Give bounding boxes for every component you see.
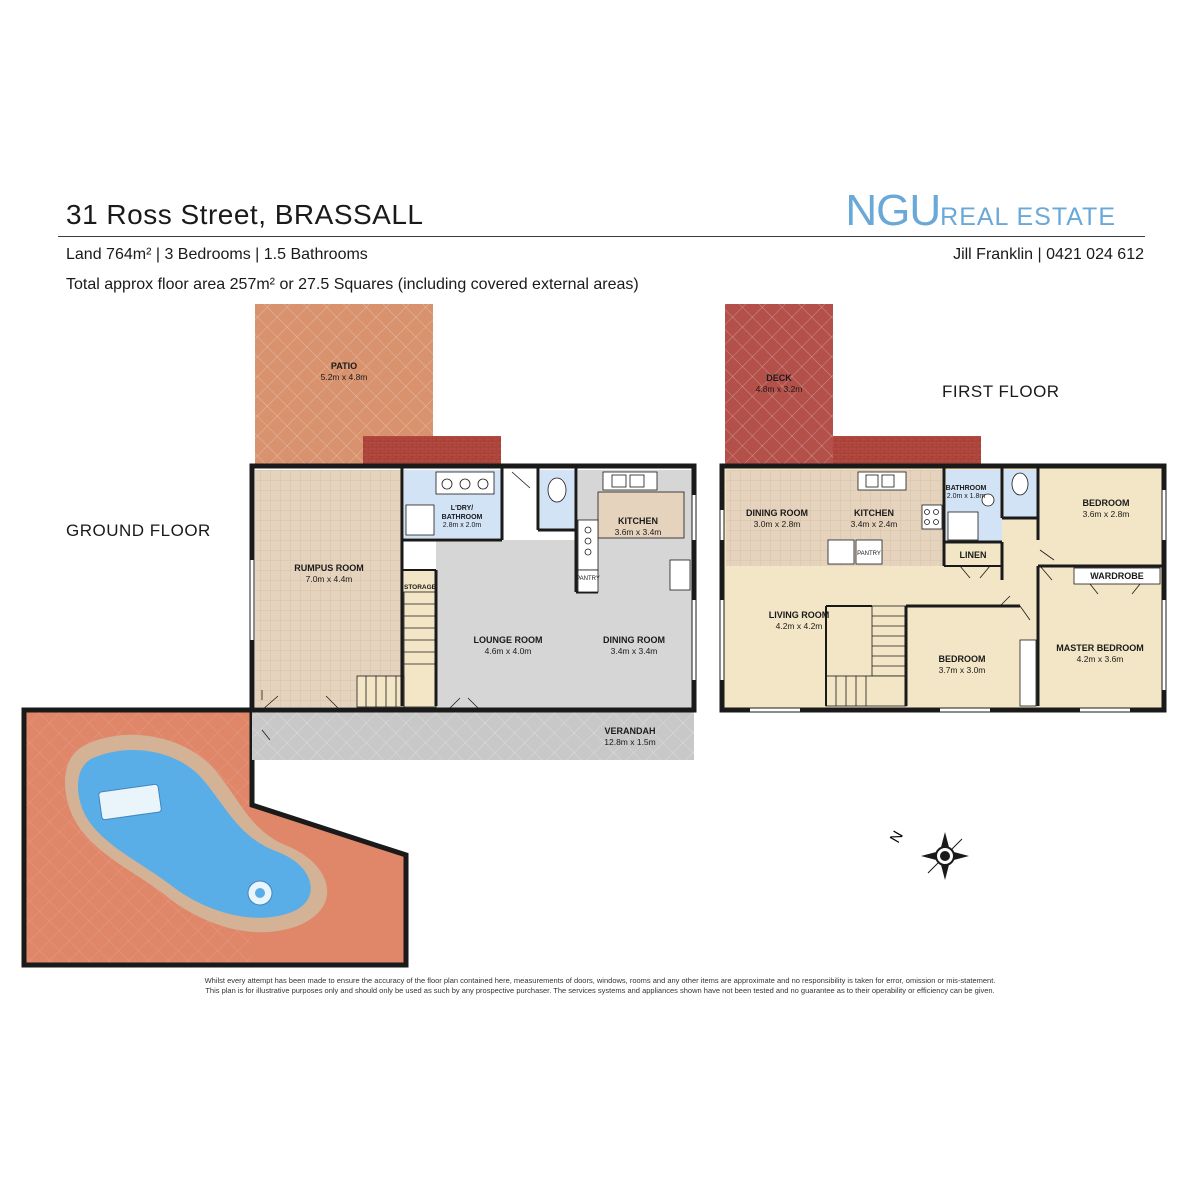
bedroom-2-label: BEDROOM <box>939 654 986 664</box>
first-pantry-label: PANTRY <box>857 551 881 557</box>
master-bedroom-label: MASTER BEDROOM <box>1056 643 1144 653</box>
lounge-floor <box>436 540 692 708</box>
first-stairs <box>825 605 907 707</box>
lounge-label: LOUNGE ROOM <box>474 635 543 645</box>
living-label: LIVING ROOM <box>769 610 830 620</box>
deck-label: DECK <box>766 373 792 383</box>
agent-contact: Jill Franklin | 0421 024 612 <box>953 246 1144 263</box>
agency-logo: NGUREAL ESTATE <box>845 186 1116 236</box>
kitchen-dims: 3.6m x 3.4m <box>615 527 662 537</box>
ground-fixtures <box>250 471 696 680</box>
property-address: 31 Ross Street, BRASSALL <box>66 199 424 230</box>
first-dining-label: DINING ROOM <box>746 508 808 518</box>
bedroom-2-dims: 3.7m x 3.0m <box>939 665 986 675</box>
disclaimer-line-1: Whilst every attempt has been made to en… <box>204 976 996 985</box>
verandah-label: VERANDAH <box>604 726 655 736</box>
pantry-label: PANTRY <box>576 576 600 582</box>
first-door-swings <box>959 549 1141 621</box>
dining-dims: 3.4m x 3.4m <box>611 646 658 656</box>
verandah-dims: 12.8m x 1.5m <box>604 737 656 747</box>
patio-dims: 5.2m x 4.8m <box>321 372 368 382</box>
pool-float <box>98 783 162 821</box>
logo-tagline: REAL ESTATE <box>940 203 1116 231</box>
master-bedroom-dims: 4.2m x 3.6m <box>1077 654 1124 664</box>
bedroom-1-dims: 3.6m x 2.8m <box>1083 509 1130 519</box>
ground-door-swings <box>261 471 575 741</box>
compass-rose-icon <box>921 832 969 880</box>
total-floor-area: Total approx floor area 257m² or 27.5 Sq… <box>66 276 639 293</box>
first-kitchen-label: KITCHEN <box>854 508 894 518</box>
first-floor-label: FIRST FLOOR <box>942 382 1060 401</box>
first-bathroom-label: BATHROOM <box>946 485 987 492</box>
first-fixtures <box>720 471 1166 712</box>
first-dining-dims: 3.0m x 2.8m <box>754 519 801 529</box>
laundry-dims: 2.8m x 2.0m <box>443 522 482 529</box>
rumpus-label: RUMPUS ROOM <box>294 563 364 573</box>
logo-brand: NGU <box>845 186 941 235</box>
kitchen-label: KITCHEN <box>618 516 658 526</box>
ground-stairs <box>356 591 437 708</box>
patio-label: PATIO <box>331 361 357 371</box>
laundry-label-line2: BATHROOM <box>442 514 483 521</box>
deck-dims: 4.8m x 3.2m <box>756 384 803 394</box>
living-dims: 4.2m x 4.2m <box>776 621 823 631</box>
storage-label: STORAGE <box>404 584 437 591</box>
bedroom-1-label: BEDROOM <box>1083 498 1130 508</box>
rumpus-dims: 7.0m x 4.4m <box>306 574 353 584</box>
wardrobe-label: WARDROBE <box>1090 571 1144 581</box>
ground-floor-label: GROUND FLOOR <box>66 521 211 540</box>
linen-label: LINEN <box>960 550 987 560</box>
first-kitchen-dims: 3.4m x 2.4m <box>851 519 898 529</box>
property-details: Land 764m² | 3 Bedrooms | 1.5 Bathrooms <box>66 246 368 263</box>
first-floor-plan: DECK 4.8m x 3.2m DINING ROOM 3.0m x 2.8m… <box>719 304 1167 713</box>
ground-floor-plan: PATIO 5.2m x 4.8m RUMPUS ROOM 7.0m x 4.4… <box>21 304 697 968</box>
dining-label: DINING ROOM <box>603 635 665 645</box>
first-bathroom-dims: 2.0m x 1.8m <box>947 493 986 500</box>
lounge-dims: 4.6m x 4.0m <box>485 646 532 656</box>
disclaimer-line-2: This plan is for illustrative purposes o… <box>205 986 995 995</box>
laundry-label-line1: L'DRY/ <box>451 505 473 512</box>
header-divider <box>58 236 1145 237</box>
compass-north-letter: N <box>887 828 907 846</box>
